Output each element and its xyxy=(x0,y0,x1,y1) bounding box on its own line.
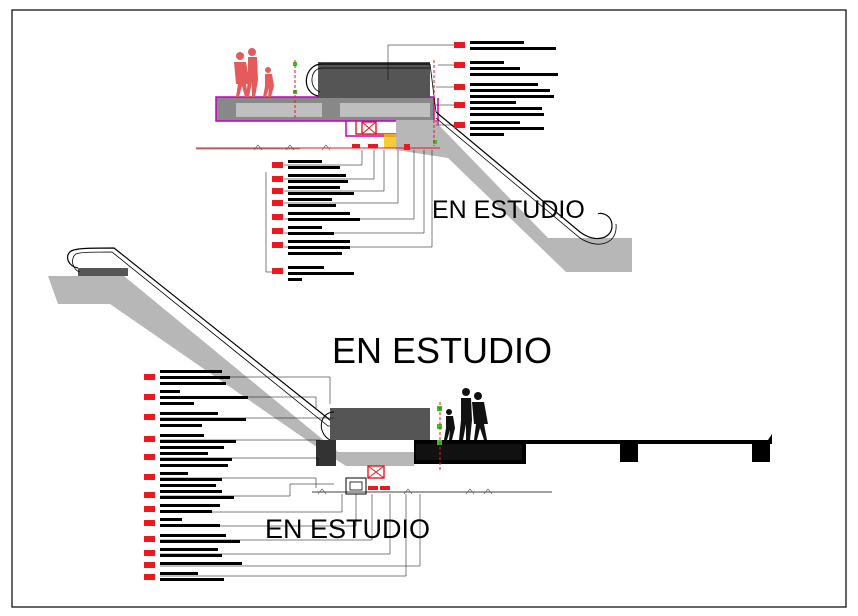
main-top-landing xyxy=(78,268,128,276)
main-handrail-outer xyxy=(67,247,412,421)
lower-study-note: EN ESTUDIO xyxy=(265,514,430,544)
upper-escalator-section xyxy=(196,41,632,281)
main-left-callouts xyxy=(144,370,421,581)
upper-people-silhouettes xyxy=(234,48,274,97)
drawing-border xyxy=(11,9,847,608)
upper-left-callouts xyxy=(265,150,433,281)
main-study-note: EN ESTUDIO xyxy=(332,330,552,371)
main-handrail-inner xyxy=(72,251,412,427)
main-people-silhouettes xyxy=(444,388,488,440)
upper-escalator-truss xyxy=(396,120,632,272)
upper-handrail-loop xyxy=(305,63,430,97)
main-floor-deck xyxy=(526,434,772,444)
upper-handrail-incline-inner xyxy=(435,117,617,245)
main-lower-landing-mass xyxy=(330,408,430,440)
upper-study-note: EN ESTUDIO xyxy=(432,196,585,224)
upper-slab-core-right xyxy=(340,103,430,117)
main-escalator-truss xyxy=(48,276,414,466)
upper-handrail-loop-inner xyxy=(311,67,430,93)
upper-right-callouts xyxy=(387,41,558,136)
upper-slab-core xyxy=(236,103,322,117)
main-escalator-section xyxy=(48,247,772,581)
upper-landing-mass xyxy=(318,62,430,98)
upper-handrail-incline xyxy=(435,111,613,240)
